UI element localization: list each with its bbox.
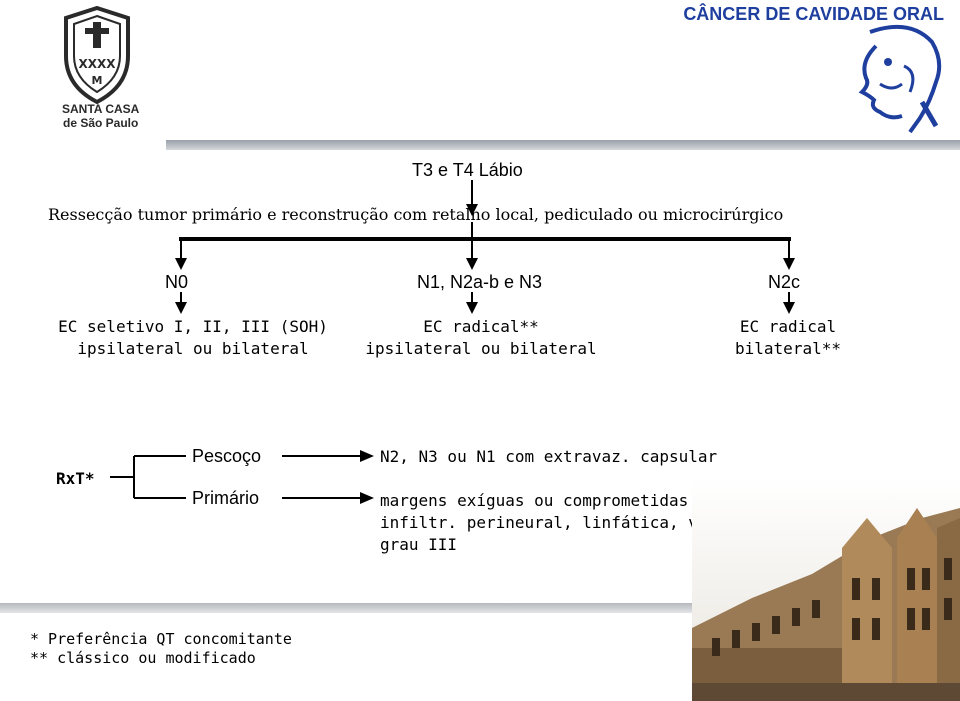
footnote-1: * Preferência QT concomitante: [30, 630, 292, 648]
branch-n0-line2: ipsilateral ou bilateral: [77, 339, 309, 358]
branch-n0-treatment: EC seletivo I, II, III (SOH) ipsilateral…: [48, 316, 338, 360]
branch-n2c-label: N2c: [768, 272, 801, 292]
face-illustration: [858, 24, 942, 134]
branch-n2c-line2: bilateral**: [735, 339, 841, 358]
diagram-subtitle: Ressecção tumor primário e reconstrução …: [48, 205, 784, 224]
footnotes: * Preferência QT concomitante ** clássic…: [30, 630, 292, 668]
branch-n0-line1: EC seletivo I, II, III (SOH): [58, 317, 328, 336]
branch-n2c-line1: EC radical: [739, 317, 837, 336]
header-title: CÂNCER DE CAVIDADE ORAL: [683, 4, 944, 24]
logo-text: SANTA CASA de São Paulo: [62, 102, 139, 130]
logo-line-2: de São Paulo: [62, 116, 139, 130]
primario-criteria-1: margens exíguas ou comprometidas: [380, 491, 689, 510]
branch-n1-line2: ipsilateral ou bilateral: [365, 339, 597, 358]
branch-n1-line1: EC radical**: [423, 317, 539, 336]
primario-criteria-3: grau III: [380, 535, 458, 554]
branch-n1-label: N1, N2a-b e N3: [417, 272, 543, 292]
branch-n0-label: N0: [165, 272, 189, 292]
top-divider: [166, 140, 960, 150]
svg-text:XXXX: XXXX: [78, 57, 116, 71]
rxt-primario: Primário: [192, 488, 260, 508]
svg-text:M: M: [92, 74, 103, 87]
rxt-label: RxT*: [56, 469, 95, 488]
logo-line-1: SANTA CASA: [62, 102, 140, 116]
diagram-title: T3 e T4 Lábio: [412, 160, 523, 180]
pescoco-criteria: N2, N3 ou N1 com extravaz. capsular: [380, 447, 718, 466]
building-photo: [692, 478, 960, 701]
branch-n2c-treatment: EC radical bilateral**: [718, 316, 858, 360]
footnote-2: ** clássico ou modificado: [30, 649, 256, 667]
rxt-pescoco: Pescoço: [192, 446, 262, 466]
branch-n1-treatment: EC radical** ipsilateral ou bilateral: [356, 316, 606, 360]
santa-casa-logo: XXXX M: [64, 6, 130, 105]
bottom-divider: [0, 603, 700, 613]
